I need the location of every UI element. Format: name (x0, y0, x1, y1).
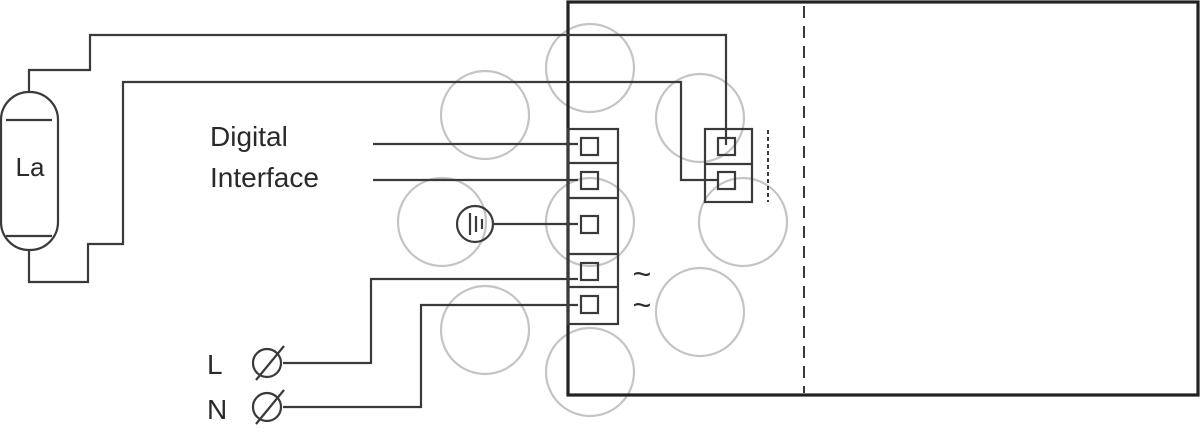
digital-interface-label-2: Interface (210, 162, 319, 193)
neutral-wire (283, 303, 578, 409)
ac-symbol-live: ~ (633, 256, 652, 292)
neutral-label: N (207, 394, 227, 425)
live-wire (283, 277, 578, 365)
mains-terminal-block (566, 127, 620, 326)
digital-interface-label-1: Digital (210, 121, 288, 152)
neutral-connector-icon (251, 389, 285, 425)
terminal-digital-1 (579, 136, 600, 157)
terminal-lamp-2 (716, 170, 737, 191)
live-label: L (207, 349, 223, 380)
live-connector-icon (251, 345, 285, 381)
lamp: La (0, 90, 60, 252)
terminal-digital-2 (579, 170, 600, 191)
lamp-wire-outer (27, 33, 728, 145)
ac-symbol-neutral: ~ (633, 287, 652, 323)
terminal-ground (579, 214, 600, 235)
terminal-live (579, 261, 600, 282)
ground-icon (455, 204, 495, 244)
terminal-lamp-1 (716, 136, 737, 157)
highlight-halo (396, 22, 789, 418)
lamp-label: La (16, 152, 45, 182)
lamp-wire-inner (27, 80, 718, 284)
terminal-neutral (579, 294, 600, 315)
lamp-terminal-block (703, 127, 754, 204)
